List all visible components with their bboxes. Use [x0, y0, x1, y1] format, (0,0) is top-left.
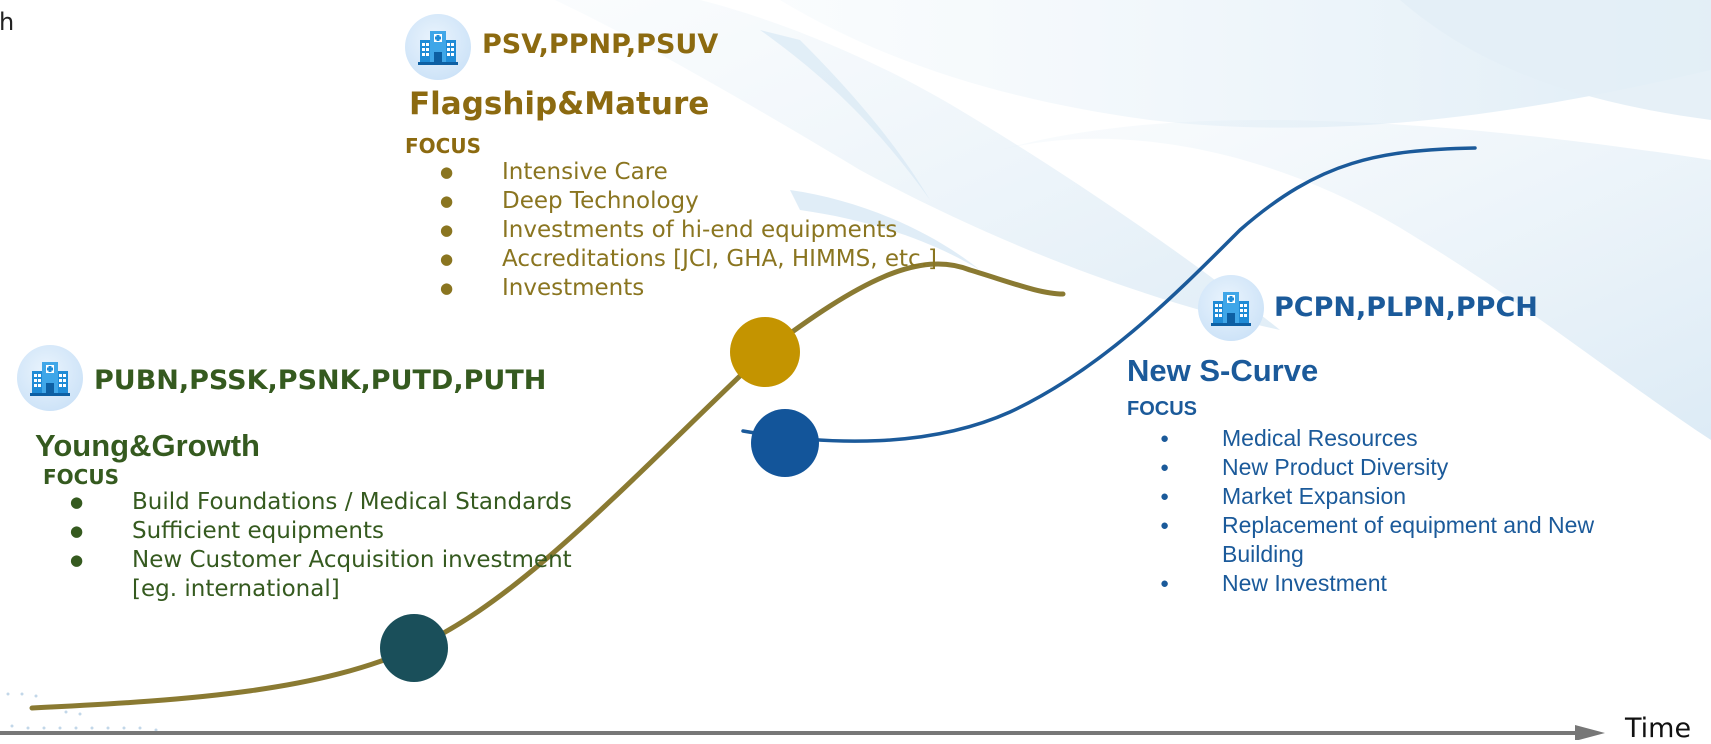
list-item: Sufficient equipments [70, 517, 622, 546]
flagship-hospital-codes: PSV,PPNP,PSUV [482, 29, 719, 60]
flagship-stage-marker [730, 317, 800, 387]
list-item: Replacement of equipment and New Buildin… [1160, 511, 1642, 569]
young-focus-label: FOCUS [43, 465, 119, 489]
young-stage-marker [380, 614, 448, 682]
list-item: Accreditations [JCI, GHA, HIMMS, etc.] [440, 245, 1002, 274]
title-fragment: h [0, 8, 15, 36]
list-item: Investments of hi-end equipments [440, 216, 1002, 245]
arrow-right-icon [1575, 725, 1605, 740]
time-axis-label: Time [1625, 713, 1692, 744]
young-focus-list: Build Foundations / Medical Standards Su… [70, 488, 622, 604]
hospital-building-icon [405, 14, 471, 80]
list-item: Intensive Care [440, 158, 1002, 187]
hospital-building-icon [17, 345, 83, 411]
young-hospital-codes: PUBN,PSSK,PSNK,PUTD,PUTH [94, 365, 547, 396]
list-item: Investments [440, 274, 1002, 303]
flagship-focus-label: FOCUS [405, 134, 481, 158]
list-item: Build Foundations / Medical Standards [70, 488, 622, 517]
young-stage-title: Young&Growth [35, 428, 260, 463]
dot-pattern [6, 692, 158, 732]
flagship-focus-list: Intensive Care Deep Technology Investmen… [440, 158, 1002, 303]
new-s-curve-hospital-codes: PCPN,PLPN,PPCH [1274, 292, 1538, 323]
new-s-curve-line [741, 146, 1477, 443]
list-item: Medical Resources [1160, 424, 1642, 453]
growth-curve [29, 261, 1066, 711]
list-item: Deep Technology [440, 187, 1002, 216]
list-item: New Product Diversity [1160, 453, 1642, 482]
list-item: New Investment [1160, 569, 1642, 598]
new-s-curve-marker [751, 409, 819, 477]
hospital-building-icon [1198, 275, 1264, 341]
new-s-curve-focus-label: FOCUS [1127, 398, 1197, 420]
new-s-curve-focus-list: Medical Resources New Product Diversity … [1160, 424, 1642, 598]
list-item: Market Expansion [1160, 482, 1642, 511]
list-item: New Customer Acquisition investment [eg.… [70, 546, 622, 604]
new-s-curve-stage-title: New S-Curve [1127, 353, 1319, 388]
flagship-stage-title: Flagship&Mature [409, 86, 710, 122]
